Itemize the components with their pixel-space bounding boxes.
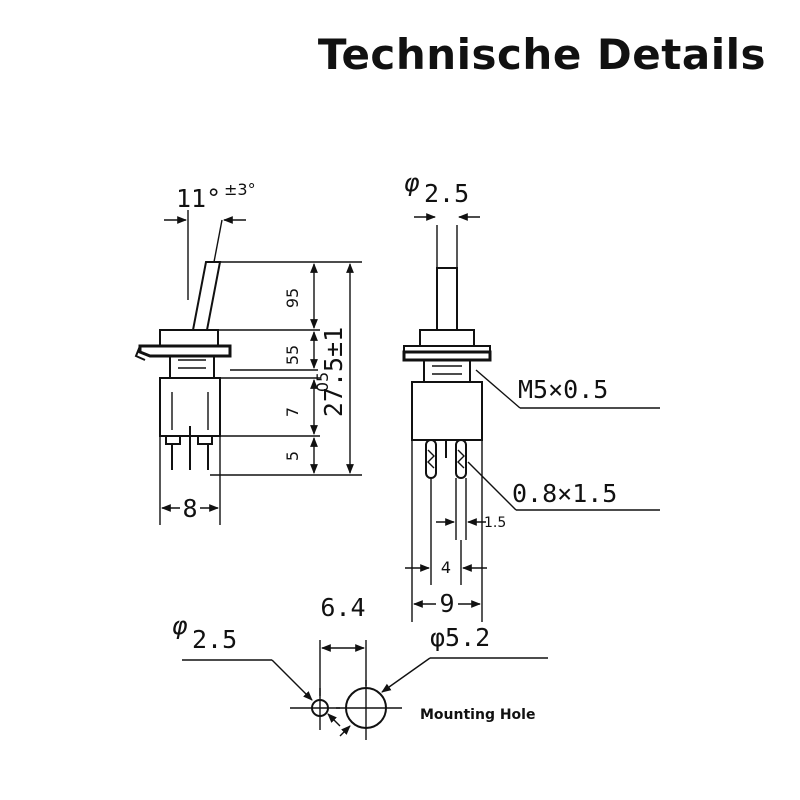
overall-height-label: 27.5±1: [319, 327, 348, 417]
body-front: [411, 381, 483, 441]
lever-front: [436, 267, 458, 331]
pin-base-1: [165, 435, 181, 445]
body-height-label: 7: [283, 407, 302, 417]
small-hole-diameter-label: 2.5: [192, 625, 237, 654]
page-title: Technische Details: [317, 30, 766, 79]
side-view: 11° ±3° 95 55 05 7 5 27.5±1 8: [134, 180, 362, 525]
toggle-tolerance-label: ±3°: [224, 180, 256, 199]
front-view: φ 2.5 M5×0.5 0.8×1.5 1.5: [402, 168, 660, 622]
pin-gap-label: 1.5: [484, 515, 506, 531]
washer-side: [138, 344, 232, 358]
mounting-hole-label: Mounting Hole: [420, 707, 535, 723]
thread-label: M5×0.5: [518, 375, 608, 404]
washer-front-2: [402, 350, 492, 362]
nut-front: [419, 329, 475, 347]
toggle-angle-label: 11°: [176, 184, 221, 213]
large-hole-label: φ5.2: [430, 623, 490, 652]
terminal-right: [455, 439, 467, 479]
lever-side: [191, 261, 222, 331]
lever-diameter-symbol: φ: [404, 168, 420, 197]
mounting-hole-view: 6.4 φ 2.5 φ5.2 Mounting Hole: [172, 593, 548, 740]
bushing-height-label: 55: [283, 345, 302, 365]
lever-height-label: 95: [283, 288, 302, 308]
small-hole-symbol: φ: [172, 611, 188, 640]
pin-size-label: 0.8×1.5: [512, 479, 617, 508]
neck-front: [423, 359, 471, 383]
side-width-label: 8: [182, 494, 197, 523]
pin-base-2: [197, 435, 213, 445]
washer-tab: [134, 345, 146, 361]
front-width-label: 9: [439, 589, 454, 618]
pin-length-label: 5: [283, 451, 302, 461]
pin-pitch-label: 4: [441, 558, 451, 577]
hole-spacing-label: 6.4: [320, 593, 365, 622]
lever-diameter-label: 2.5: [424, 179, 469, 208]
nut-side: [159, 329, 219, 347]
gap-label: 05: [313, 372, 332, 392]
